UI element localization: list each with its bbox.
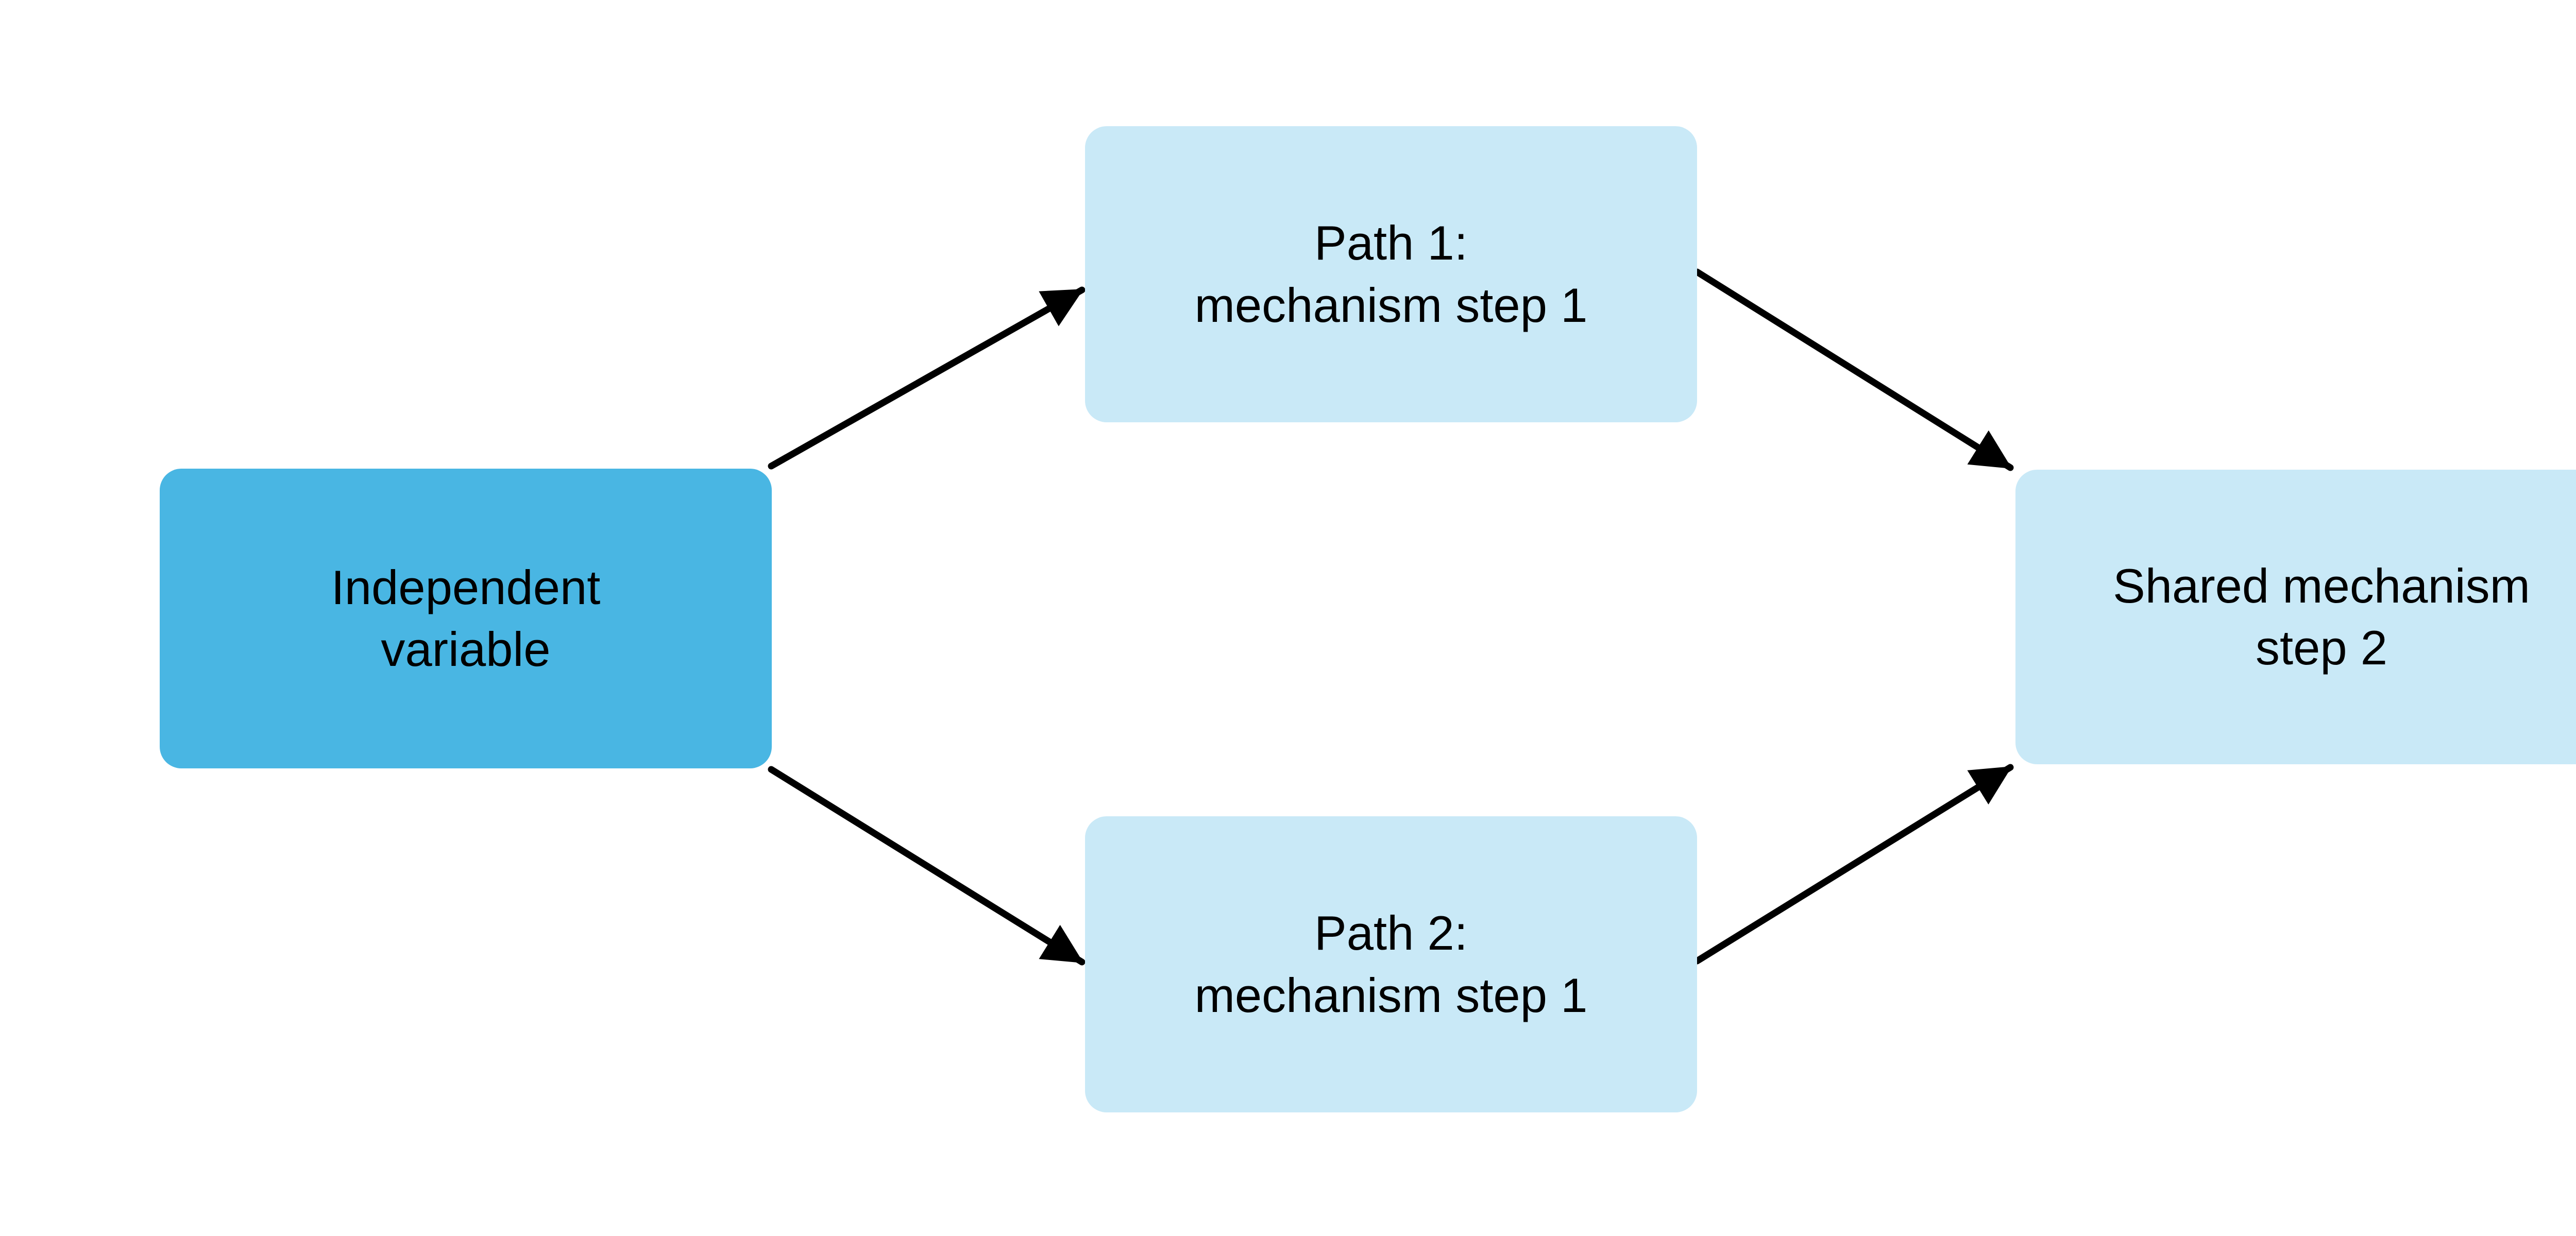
node-label: Path 1: mechanism step 1 <box>1194 216 1588 332</box>
node-label: Path 2: mechanism step 1 <box>1194 906 1588 1022</box>
node-path-1-mechanism-step-1: Path 1: mechanism step 1 <box>1085 126 1697 422</box>
node-label: Shared mechanism step 2 <box>2113 558 2530 675</box>
edge-path2-to-shared <box>1693 764 2014 965</box>
node-independent-variable: Independent variable <box>160 469 772 768</box>
edge-path1-to-shared <box>1693 268 2014 471</box>
node-label: Independent variable <box>331 560 601 676</box>
node-shared-mechanism-step-2: Shared mechanism step 2 <box>2015 470 2576 764</box>
edge-independent-to-path1 <box>768 286 1086 470</box>
edge-independent-to-path2 <box>768 766 1086 966</box>
node-path-2-mechanism-step-1: Path 2: mechanism step 1 <box>1085 816 1697 1112</box>
